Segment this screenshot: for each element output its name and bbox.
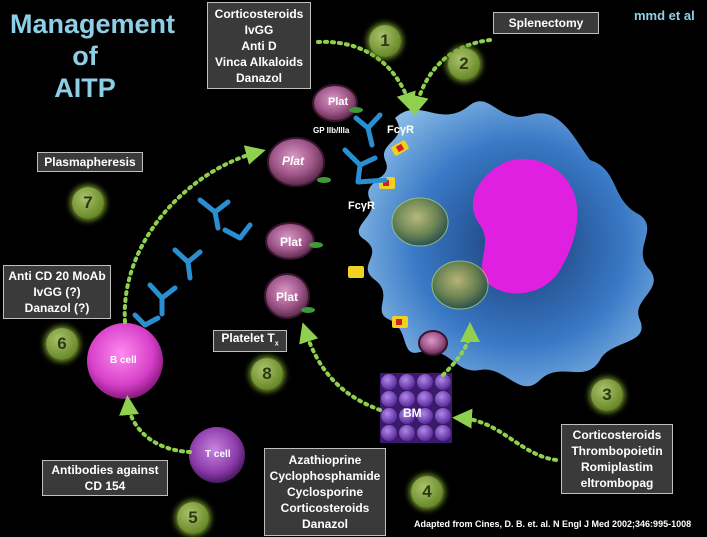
gp-receptors xyxy=(301,107,363,313)
step-badge-3: 3 xyxy=(591,379,623,411)
plasmapheresis-box: Plasmapheresis xyxy=(37,152,143,172)
step-badge-7: 7 xyxy=(72,187,104,219)
fc-receptor-label: FcγR xyxy=(387,124,414,136)
fc-receptor-label: FcγR xyxy=(348,200,375,212)
phagocytosed-platelet xyxy=(431,260,489,310)
macrophage xyxy=(358,101,654,387)
step-badge-6: 6 xyxy=(46,328,78,360)
step-badge-8: 8 xyxy=(251,358,283,390)
step-badge-2: 2 xyxy=(448,48,480,80)
platelet-label: Plat xyxy=(282,154,305,168)
step-badge-4: 4 xyxy=(411,476,443,508)
platelet xyxy=(264,84,448,356)
bone-marrow xyxy=(380,373,452,443)
platelet-label: Plat xyxy=(276,290,299,304)
source-citation: Adapted from Cines, D. B. et. al. N Engl… xyxy=(414,519,692,529)
platelet-transfusion-box: Platelet Tx xyxy=(213,330,287,352)
step-badge-1: 1 xyxy=(369,25,401,57)
platelet-label: Plat xyxy=(328,96,349,108)
b-cell xyxy=(87,323,163,399)
phagocytosed-platelet xyxy=(391,197,449,247)
gp-iib-iiia-label: GP IIb/IIIa xyxy=(313,126,350,135)
pathway-arrows xyxy=(119,38,558,462)
page-title: Management of AITP xyxy=(10,9,176,103)
bone-marrow-label: BM xyxy=(403,406,422,420)
macrophage-nucleus xyxy=(472,158,578,294)
splenectomy-box: Splenectomy xyxy=(493,12,599,34)
author-credit: mmd et al xyxy=(634,8,695,23)
t-cell xyxy=(189,427,245,483)
platelet-label: Plat xyxy=(280,235,303,249)
b-cell-label: B cell xyxy=(110,355,137,366)
step-badge-5: 5 xyxy=(177,502,209,534)
t-cell-label: T cell xyxy=(205,449,231,460)
antibodies xyxy=(132,112,388,328)
